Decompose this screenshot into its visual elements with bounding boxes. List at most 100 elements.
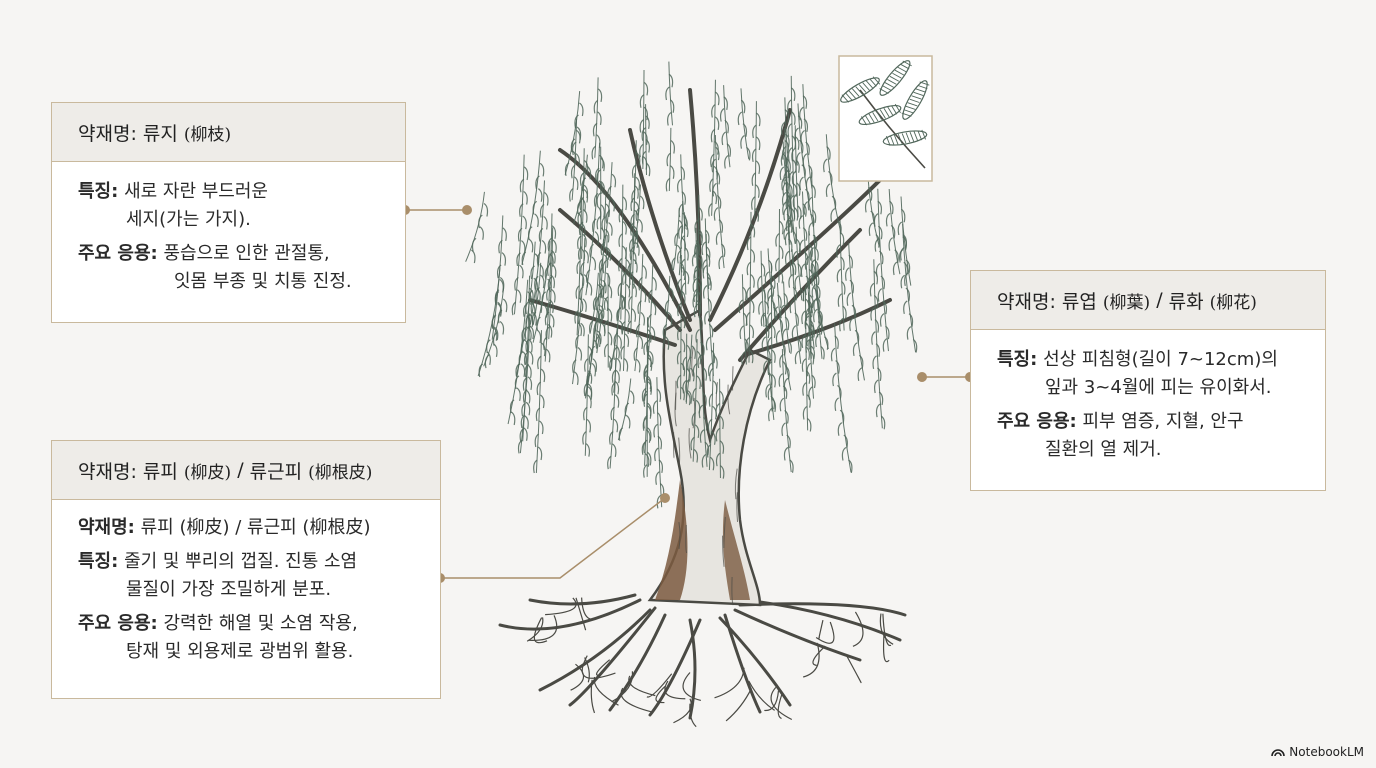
willow-leaf <box>536 381 542 396</box>
willow-leaf <box>579 102 584 117</box>
willow-leaf <box>599 267 604 281</box>
usage-label: 주요 응용: <box>78 243 158 264</box>
willow-leaf <box>607 455 612 470</box>
willow-leaf <box>744 338 749 352</box>
willow-leaf <box>641 387 647 402</box>
willow-leaf <box>698 316 703 330</box>
rootlet <box>664 680 686 700</box>
willow-leaf <box>761 336 767 350</box>
willow-leaf <box>807 299 813 314</box>
willow-leaf <box>803 118 809 133</box>
willow-leaf <box>792 193 798 208</box>
rootlet <box>628 675 656 697</box>
willow-leaf <box>719 415 724 430</box>
willow-leaf <box>592 218 597 233</box>
catkin-scale <box>858 84 867 93</box>
willow-leaf <box>791 147 796 162</box>
willow-leaf <box>587 281 593 296</box>
willow-leaf <box>741 351 746 365</box>
catkin-scale <box>903 109 914 114</box>
bark-texture <box>678 522 681 549</box>
willow-strand <box>585 142 601 296</box>
card-bark-body: 약재명: 류피 (柳皮) / 류근피 (柳根皮) 특징: 줄기 및 뿌리의 껍질… <box>52 500 440 666</box>
willow-leaf <box>575 153 580 167</box>
willow-leaf <box>905 259 911 274</box>
willow-strand <box>594 77 599 158</box>
willow-leaf <box>549 313 555 328</box>
willow-leaf <box>806 362 812 377</box>
willow-leaf <box>642 265 647 279</box>
rootlet <box>852 611 864 647</box>
willow-leaf <box>541 239 547 254</box>
willow-leaf <box>691 412 697 426</box>
willow-leaf <box>811 184 816 198</box>
willow-leaf <box>714 116 720 130</box>
willow-leaf <box>668 73 674 88</box>
willow-leaf <box>530 265 535 280</box>
willow-leaf <box>879 250 884 265</box>
willow-foliage <box>465 61 918 509</box>
willow-leaf <box>791 170 797 185</box>
bark-texture <box>715 382 718 407</box>
willow-leaf <box>740 99 746 114</box>
willow-leaf <box>908 313 914 327</box>
willow-leaf <box>627 320 632 335</box>
willow-leaf <box>815 333 820 348</box>
root <box>648 618 702 717</box>
willow-leaf <box>575 334 580 349</box>
willow-leaf <box>598 310 604 324</box>
willow-leaf <box>869 282 875 297</box>
willow-leaf <box>791 261 797 276</box>
willow-leaf <box>885 212 891 227</box>
willow-leaf <box>784 410 789 424</box>
willow-leaf <box>636 358 641 373</box>
willow-leaf <box>680 362 686 377</box>
willow-leaf <box>595 167 600 182</box>
willow-leaf <box>778 245 784 259</box>
willow-leaf <box>643 81 649 96</box>
willow-leaf <box>605 210 611 224</box>
card-bark-title-name1: 약재명: 류피 <box>78 460 178 483</box>
willow-leaf <box>587 370 593 384</box>
willow-leaf <box>509 399 515 414</box>
willow-leaf <box>499 320 505 335</box>
willow-leaf <box>900 208 906 223</box>
willow-leaf <box>635 323 641 338</box>
willow-leaf <box>645 115 650 130</box>
leader-lines <box>405 209 970 579</box>
willow-leaf <box>621 270 627 284</box>
name-label: 약재명: <box>78 517 135 538</box>
willow-leaf <box>711 158 716 173</box>
willow-leaf <box>877 200 882 215</box>
willow-leaf <box>645 139 650 153</box>
willow-leaf <box>897 221 903 236</box>
willow-leaf <box>604 246 610 260</box>
willow-leaf <box>546 287 551 301</box>
willow-leaf <box>516 289 522 303</box>
willow-leaf <box>792 230 797 244</box>
willow-leaf <box>697 354 703 369</box>
willow-leaf <box>698 231 703 246</box>
willow-leaf <box>787 147 793 161</box>
willow-leaf <box>597 88 603 103</box>
willow-leaf <box>828 170 833 185</box>
willow-leaf <box>643 369 649 383</box>
willow-leaf <box>510 411 516 426</box>
willow-leaf <box>746 146 751 161</box>
bark-texture <box>700 358 703 387</box>
willow-leaf <box>720 243 726 258</box>
willow-leaf <box>493 326 499 341</box>
willow-leaf <box>607 331 613 346</box>
willow-leaf <box>778 318 784 332</box>
willow-leaf <box>581 177 587 192</box>
willow-leaf <box>690 367 695 382</box>
willow-leaf <box>600 204 605 218</box>
willow-leaf <box>771 373 776 388</box>
willow-leaf <box>491 314 497 328</box>
card-twig-title-name: 약재명: 류지 <box>78 122 178 145</box>
catkin-scale <box>901 112 912 117</box>
willow-leaf <box>625 308 630 323</box>
willow-leaf <box>633 234 639 248</box>
card-bark-title-sep: / <box>237 459 244 481</box>
willow-leaf <box>802 153 808 167</box>
